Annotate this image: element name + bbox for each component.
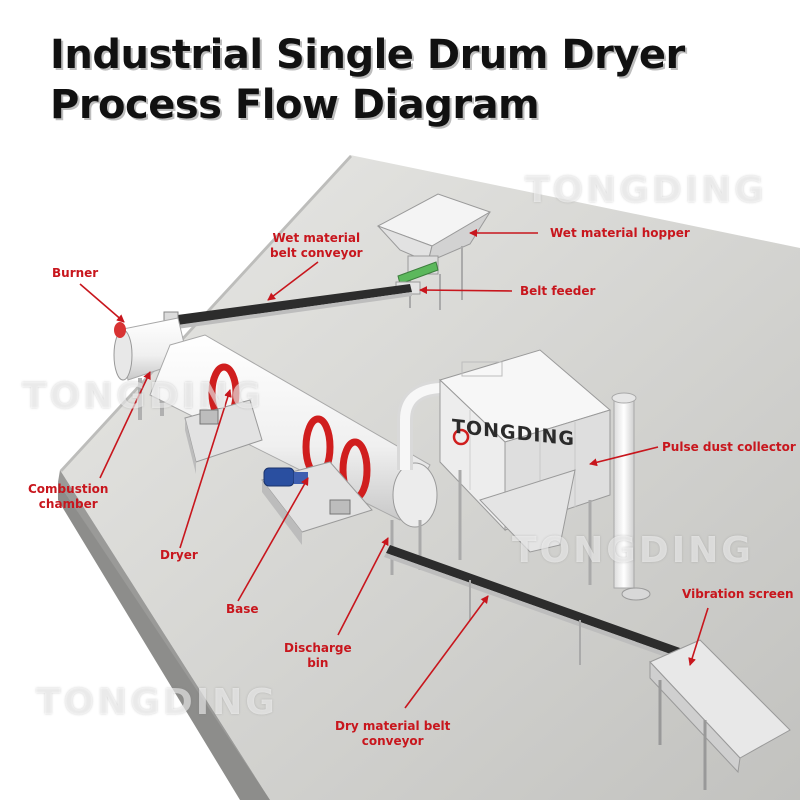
watermark: TONGDING xyxy=(36,682,278,723)
dry-conveyor-arrow xyxy=(404,595,489,709)
belt-feeder-arrow xyxy=(419,286,513,295)
title-line-2: Process Flow Diagram xyxy=(50,82,540,128)
label-vibration-screen: Vibration screen xyxy=(682,587,794,601)
discharge-bin-arrow xyxy=(337,537,389,636)
drive-motor xyxy=(263,467,308,487)
dryer-base xyxy=(184,399,373,545)
label-belt-feeder: Belt feeder xyxy=(520,284,596,298)
combustion-arrow xyxy=(99,371,151,479)
label-dryer: Dryer xyxy=(160,548,198,562)
title-line-1: Industrial Single Drum Dryer xyxy=(50,32,685,78)
watermark: TONGDING xyxy=(525,170,767,211)
label-dry-material-belt-conveyor: Dry material belt conveyor xyxy=(335,719,451,748)
dryer-arrow xyxy=(179,389,232,549)
label-combustion-chamber: Combustion chamber xyxy=(28,482,109,511)
watermark: TONGDING xyxy=(22,376,264,417)
dry-material-belt-conveyor xyxy=(384,545,680,665)
watermark: TONGDING xyxy=(512,530,754,571)
dust-collector-arrow xyxy=(589,446,659,467)
base-arrow xyxy=(237,477,309,602)
exhaust-duct xyxy=(390,380,441,575)
wet-conveyor-arrow xyxy=(267,261,319,301)
pulse-dust-collector xyxy=(439,349,612,585)
label-burner: Burner xyxy=(52,266,99,280)
label-wet-material-belt-conveyor: Wet material belt conveyor xyxy=(270,231,363,260)
page-title: Industrial Single Drum Dryer Process Flo… xyxy=(50,30,685,130)
vibration-screen-arrow xyxy=(688,607,709,666)
leader-arrows xyxy=(79,229,709,709)
vibration-screen xyxy=(649,639,791,790)
exhaust-chimney xyxy=(611,392,651,601)
label-wet-material-hopper: Wet material hopper xyxy=(550,226,690,240)
burner-arrow xyxy=(79,283,125,323)
label-discharge-bin: Discharge bin xyxy=(284,641,352,670)
label-base: Base xyxy=(226,602,259,616)
label-pulse-dust-collector: Pulse dust collector xyxy=(662,440,796,454)
